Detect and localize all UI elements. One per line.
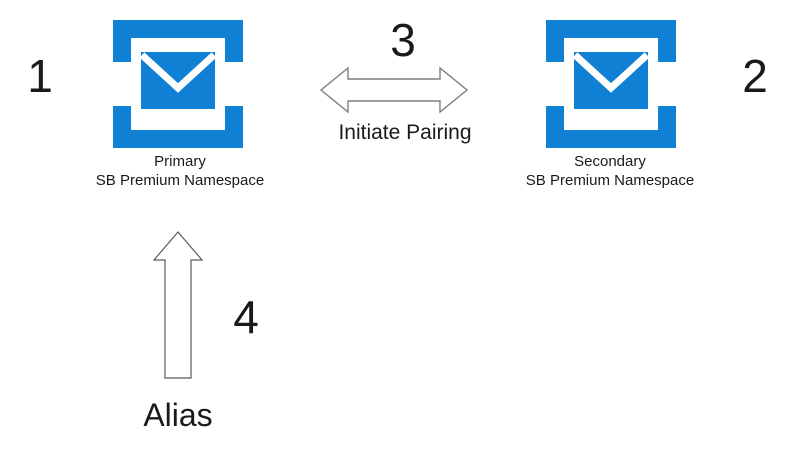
primary-label-line1: Primary: [154, 153, 206, 170]
double-arrow-shape: [320, 66, 468, 114]
secondary-namespace-label: Secondary SB Premium Namespace: [500, 152, 720, 190]
service-bus-namespace-icon: [546, 20, 676, 148]
step-number-4: 4: [233, 291, 259, 343]
step-number-1: 1: [27, 50, 53, 102]
alias-arrow-wrap: [152, 231, 204, 379]
secondary-namespace-icon-wrap: [546, 20, 676, 148]
service-bus-namespace-icon: [113, 20, 243, 148]
secondary-label-line2: SB Premium Namespace: [525, 172, 695, 189]
pairing-arrow-wrap: [320, 66, 468, 114]
initiate-pairing-label: Initiate Pairing: [338, 121, 472, 144]
up-arrow-shape: [152, 231, 204, 379]
step-number-2: 2: [742, 50, 768, 102]
double-headed-horizontal-arrow-icon: [320, 66, 468, 114]
envelope-flap: [572, 52, 650, 93]
alias-label: Alias: [143, 397, 213, 433]
envelope-flap: [139, 52, 217, 93]
primary-namespace-label: Primary SB Premium Namespace: [70, 152, 290, 190]
primary-namespace-icon-wrap: [113, 20, 243, 148]
primary-label-line2: SB Premium Namespace: [95, 172, 265, 189]
secondary-label-line1: Secondary: [574, 153, 646, 170]
step-number-3: 3: [390, 14, 416, 66]
up-arrow-icon: [152, 231, 204, 379]
